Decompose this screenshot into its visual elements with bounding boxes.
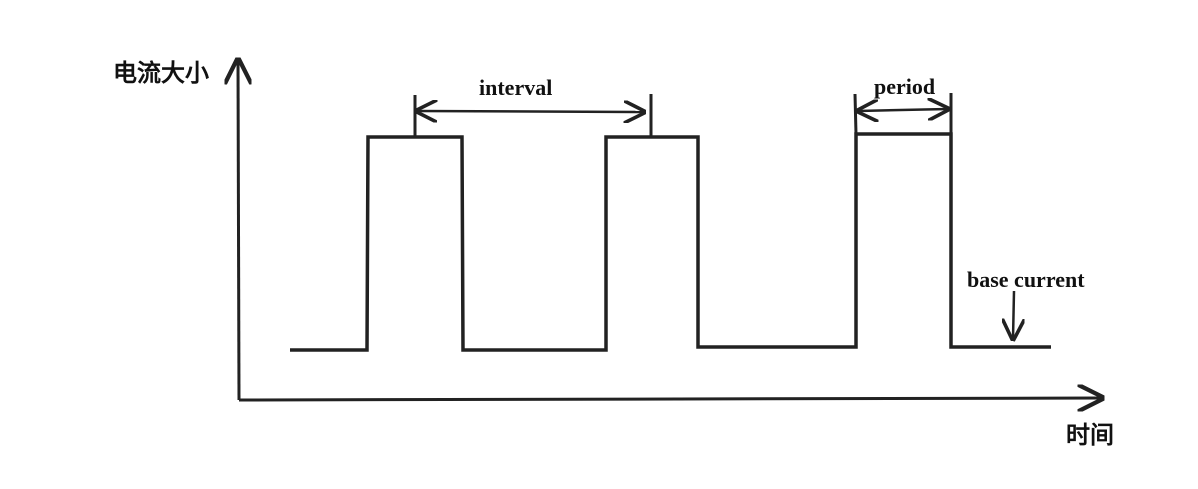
period-label: period <box>874 74 936 99</box>
period-marker <box>853 93 953 135</box>
pulse-waveform <box>290 132 1051 352</box>
interval-marker <box>413 94 653 137</box>
y-axis-label: 电流大小 <box>113 59 209 87</box>
interval-label: interval <box>479 75 553 100</box>
x-axis <box>238 398 1102 400</box>
axes <box>238 60 1102 400</box>
base-current-label: base current <box>967 267 1085 292</box>
y-axis <box>238 60 239 401</box>
base-current-arrow <box>1013 290 1014 339</box>
x-axis-label: 时间 <box>1066 421 1114 449</box>
